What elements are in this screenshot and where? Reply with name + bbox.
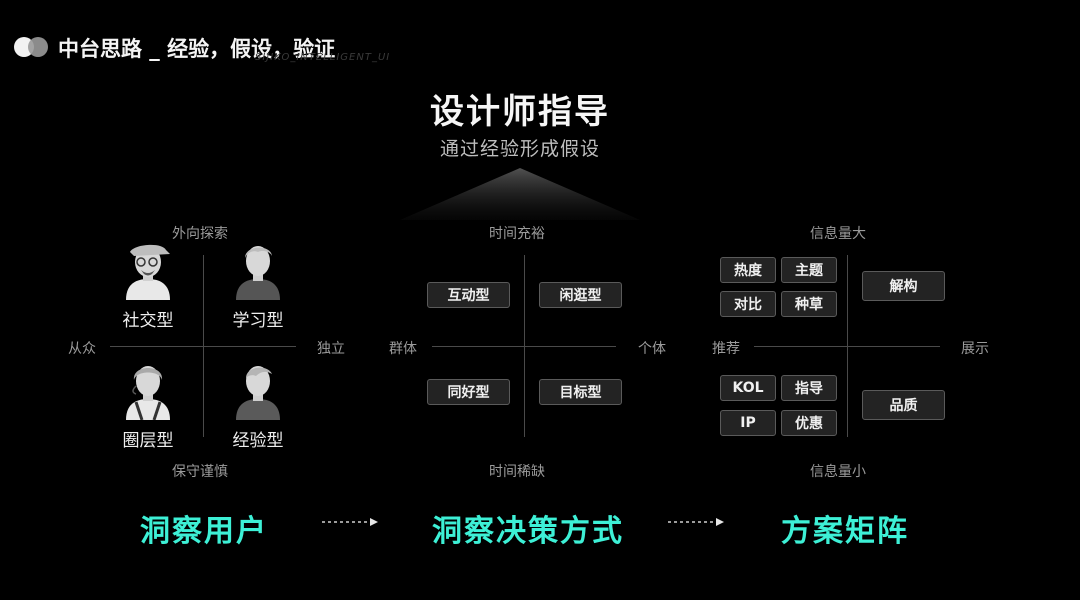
persona-circle: 圈层型 [98, 362, 198, 451]
center-subtitle: 通过经验形成假设 [439, 138, 600, 160]
persona-label: 学习型 [232, 311, 284, 331]
persona-label: 社交型 [122, 311, 174, 331]
tag-discount: 优惠 [781, 410, 837, 436]
axis-label-right: 展示 [961, 341, 989, 357]
tag-browse: 闲逛型 [539, 282, 622, 308]
tag-deconstruct: 解构 [862, 271, 945, 301]
watermark: SIJIKO_INTELLIGENT_UI [255, 52, 391, 63]
user-short-hair-icon [236, 246, 280, 300]
tag-goal: 目标型 [539, 379, 622, 405]
tag-kol: KOL [720, 375, 776, 401]
tag-hobby: 同好型 [427, 379, 510, 405]
center-title: 设计师指导 [430, 92, 610, 132]
persona-learning: 学习型 [208, 242, 308, 331]
axis-label-left: 推荐 [712, 341, 740, 357]
page-title: 中台思路 _ 经验，假设，验证 [58, 37, 336, 61]
axis-label-right: 个体 [638, 341, 666, 357]
flow-step-insight-users: 洞察用户 [140, 514, 268, 549]
logo-icon [14, 37, 48, 57]
tag-ip: IP [720, 410, 776, 436]
flow-step-solution-matrix: 方案矩阵 [781, 514, 909, 549]
persona-label: 经验型 [232, 431, 284, 451]
axis-horizontal [754, 346, 940, 347]
axis-label-top: 信息量大 [810, 226, 866, 242]
axis-label-left: 从众 [68, 341, 96, 357]
axis-horizontal [432, 346, 616, 347]
axis-label-top: 外向探索 [172, 226, 228, 242]
user-side-icon [236, 366, 280, 420]
tag-guide: 指导 [781, 375, 837, 401]
persona-experience: 经验型 [208, 362, 308, 451]
axis-label-top: 时间充裕 [489, 226, 545, 242]
axis-label-bottom: 保守谨慎 [172, 464, 228, 480]
user-headset-icon [126, 366, 170, 420]
tag-compare: 对比 [720, 291, 776, 317]
flow-step-insight-decision: 洞察决策方式 [432, 514, 624, 549]
tag-recommend: 种草 [781, 291, 837, 317]
tag-popularity: 热度 [720, 257, 776, 283]
arrow-right-icon [322, 518, 378, 526]
axis-label-left: 群体 [389, 341, 417, 357]
arrow-right-icon [668, 518, 724, 526]
tag-interactive: 互动型 [427, 282, 510, 308]
persona-social: 社交型 [98, 242, 198, 331]
axis-label-right: 独立 [317, 341, 345, 357]
tag-topic: 主题 [781, 257, 837, 283]
axis-label-bottom: 信息量小 [810, 464, 866, 480]
spotlight-triangle-icon [400, 168, 640, 220]
tag-quality: 品质 [862, 390, 945, 420]
axis-horizontal [110, 346, 296, 347]
user-cap-icon [126, 244, 170, 300]
persona-label: 圈层型 [122, 431, 174, 451]
axis-label-bottom: 时间稀缺 [489, 464, 545, 480]
